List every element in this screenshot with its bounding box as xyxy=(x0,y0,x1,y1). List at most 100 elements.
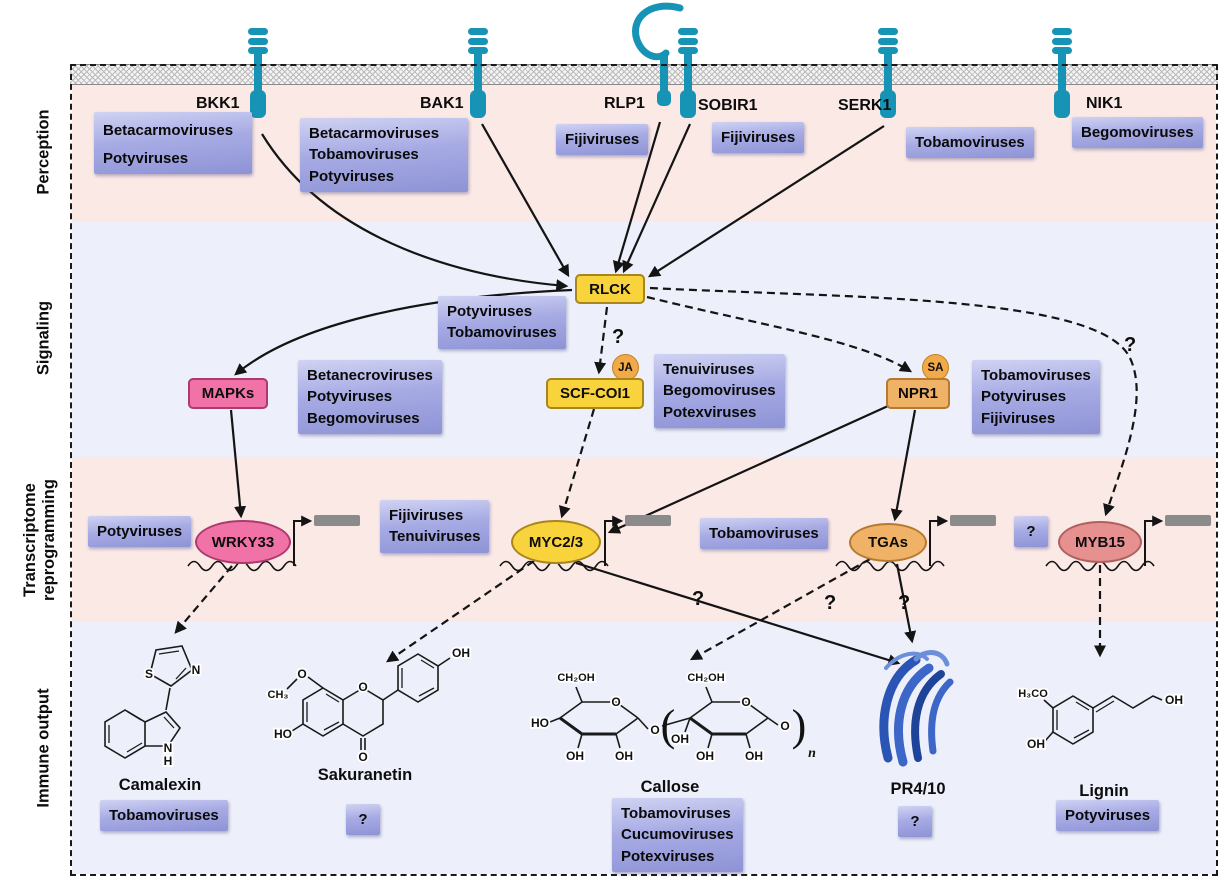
promoter-arrow-wrky33 xyxy=(293,515,313,566)
receptor-stem xyxy=(474,52,482,94)
row-label-signaling: Signaling xyxy=(34,300,53,376)
arrow-mapks-wrky33 xyxy=(229,409,247,519)
tf-myb15: MYB15 xyxy=(1058,521,1142,563)
gene-bar-myb15 xyxy=(1165,515,1211,526)
receptor-disc xyxy=(248,47,268,54)
arrow-npr1-myc23 xyxy=(607,404,889,534)
output-lignin-label: Lignin xyxy=(1079,782,1129,800)
callose-ring-o-1: O xyxy=(611,695,620,709)
output-callose-label: Callose xyxy=(640,778,700,796)
receptor-bkk1-icon xyxy=(248,28,268,118)
receptor-kinase-domain xyxy=(680,90,696,118)
camalexin-n-indole-atom: N xyxy=(164,741,173,755)
promoter-arrow-myb15 xyxy=(1144,515,1164,566)
receptor-disc xyxy=(468,28,488,35)
sa-hormone-badge: SA xyxy=(922,354,949,381)
receptor-disc xyxy=(678,28,698,35)
sakuranetin-ring-o: O xyxy=(358,680,367,694)
output-camalexin-label: Camalexin xyxy=(118,776,202,794)
dashed-arrows xyxy=(174,286,1138,663)
arrow-serk1-rlck xyxy=(647,125,885,278)
virus-box-nik1: Begomoviruses xyxy=(1072,117,1203,149)
receptor-bkk1-label: BKK1 xyxy=(196,95,240,112)
lignin-ring-oh: OH xyxy=(1027,737,1045,751)
virus-box-wrky33: Potyviruses xyxy=(88,516,192,548)
callose-oh-2: OH xyxy=(615,749,633,763)
arrow-rlck-npr1 xyxy=(646,295,913,373)
arrow-npr1-tgas xyxy=(890,409,917,522)
callose-subscript-n: n xyxy=(808,746,816,761)
row-label-perception: Perception xyxy=(34,109,53,195)
virus-box-lignin: Potyviruses xyxy=(1056,800,1160,832)
lignin-structure: H₃CO OH OH xyxy=(1016,686,1184,753)
virus-box-bkk1: Betacarmoviruses Potyviruses xyxy=(94,112,252,174)
receptor-serk1-label: SERK1 xyxy=(838,97,892,114)
node-mapks: MAPKs xyxy=(188,378,268,409)
question-rlck-scfcoi1: ? xyxy=(612,326,625,348)
camalexin-nh-hydrogen: H xyxy=(164,754,173,768)
gene-bar-wrky33 xyxy=(314,515,360,526)
arrow-tgas-pr410 xyxy=(895,563,917,644)
arrow-bkk1-rlck xyxy=(261,133,569,292)
receptor-disc xyxy=(878,47,898,54)
virus-box-npr1: Tobamoviruses Potyviruses Fijiviruses xyxy=(972,360,1100,434)
receptor-disc xyxy=(468,37,488,45)
tf-myc23: MYC2/3 xyxy=(511,520,601,564)
virus-box-sobir1: Fijiviruses xyxy=(712,122,805,154)
receptor-sobir1-label: SOBIR1 xyxy=(698,97,758,114)
question-tgas-pr410: ? xyxy=(898,592,911,614)
arrow-rlck-scfcoi1 xyxy=(594,306,609,375)
camalexin-s-atom: S xyxy=(145,667,153,681)
sakuranetin-ketone-o: O xyxy=(358,750,367,764)
node-npr1: NPR1 xyxy=(886,378,950,409)
sakuranetin-ch3: CH₃ xyxy=(268,689,289,701)
camalexin-n-thiazole-atom: N xyxy=(192,663,201,677)
arrow-myc23-pr410 xyxy=(575,561,901,666)
arrow-rlck-mapks xyxy=(234,288,573,376)
callose-oh-4: OH xyxy=(696,749,714,763)
receptor-kinase-domain xyxy=(470,90,486,118)
arrow-wrky33-camalexin xyxy=(174,565,233,634)
callose-ho-1: HO xyxy=(531,716,549,730)
sakuranetin-oh: OH xyxy=(452,646,470,660)
callose-bracket-close: ) xyxy=(792,701,807,750)
virus-box-myc23: Fijiviruses Tenuiviruses xyxy=(380,500,490,553)
receptor-kinase-domain xyxy=(880,90,896,118)
gene-promoters xyxy=(293,515,1211,566)
arrow-myc23-sakuranetin xyxy=(386,560,535,663)
ja-hormone-badge: JA xyxy=(612,354,639,381)
callose-ch2oh-1: CH₂OH xyxy=(557,672,594,684)
receptor-disc xyxy=(248,37,268,45)
question-tgas-callose: ? xyxy=(824,592,837,614)
arrow-rlp1-rlck xyxy=(612,121,662,274)
virus-box-mapks: Betanecroviruses Potyviruses Begomovirus… xyxy=(298,360,442,434)
receptor-stem xyxy=(684,52,692,94)
receptor-kinase-domain xyxy=(1054,90,1070,118)
callose-bracket-open: ( xyxy=(661,701,676,750)
receptor-kinase-domain xyxy=(250,90,266,118)
callose-oh-5: OH xyxy=(745,749,763,763)
callose-oh-3: OH xyxy=(671,732,689,746)
sakuranetin-ho: HO xyxy=(274,727,292,741)
row-label-transcriptome: Transcriptome reprogramming xyxy=(21,479,58,601)
promoter-arrow-tgas xyxy=(929,515,949,566)
dna-squiggles xyxy=(187,560,1155,572)
sakuranetin-methoxy-o: O xyxy=(297,667,306,681)
receptor-bak1-icon xyxy=(468,28,488,118)
virus-box-rlp1: Fijiviruses xyxy=(556,124,649,156)
camalexin-structure: S N N H xyxy=(104,645,202,770)
receptor-disc xyxy=(878,28,898,35)
receptor-disc xyxy=(678,47,698,54)
solid-arrows xyxy=(229,121,917,666)
receptor-disc xyxy=(678,37,698,45)
arrow-rlck-myb15 xyxy=(649,286,1138,517)
callose-ring-o-2: O xyxy=(741,695,750,709)
gene-bar-tgas xyxy=(950,515,996,526)
virus-box-rlck: Potyviruses Tobamoviruses xyxy=(438,296,566,349)
sakuranetin-structure: O CH₃ HO O O OH xyxy=(266,644,472,766)
tf-tgas: TGAs xyxy=(849,523,927,562)
question-rlck-myb15: ? xyxy=(1124,334,1137,356)
virus-box-sakuranetin: ? xyxy=(346,804,380,836)
